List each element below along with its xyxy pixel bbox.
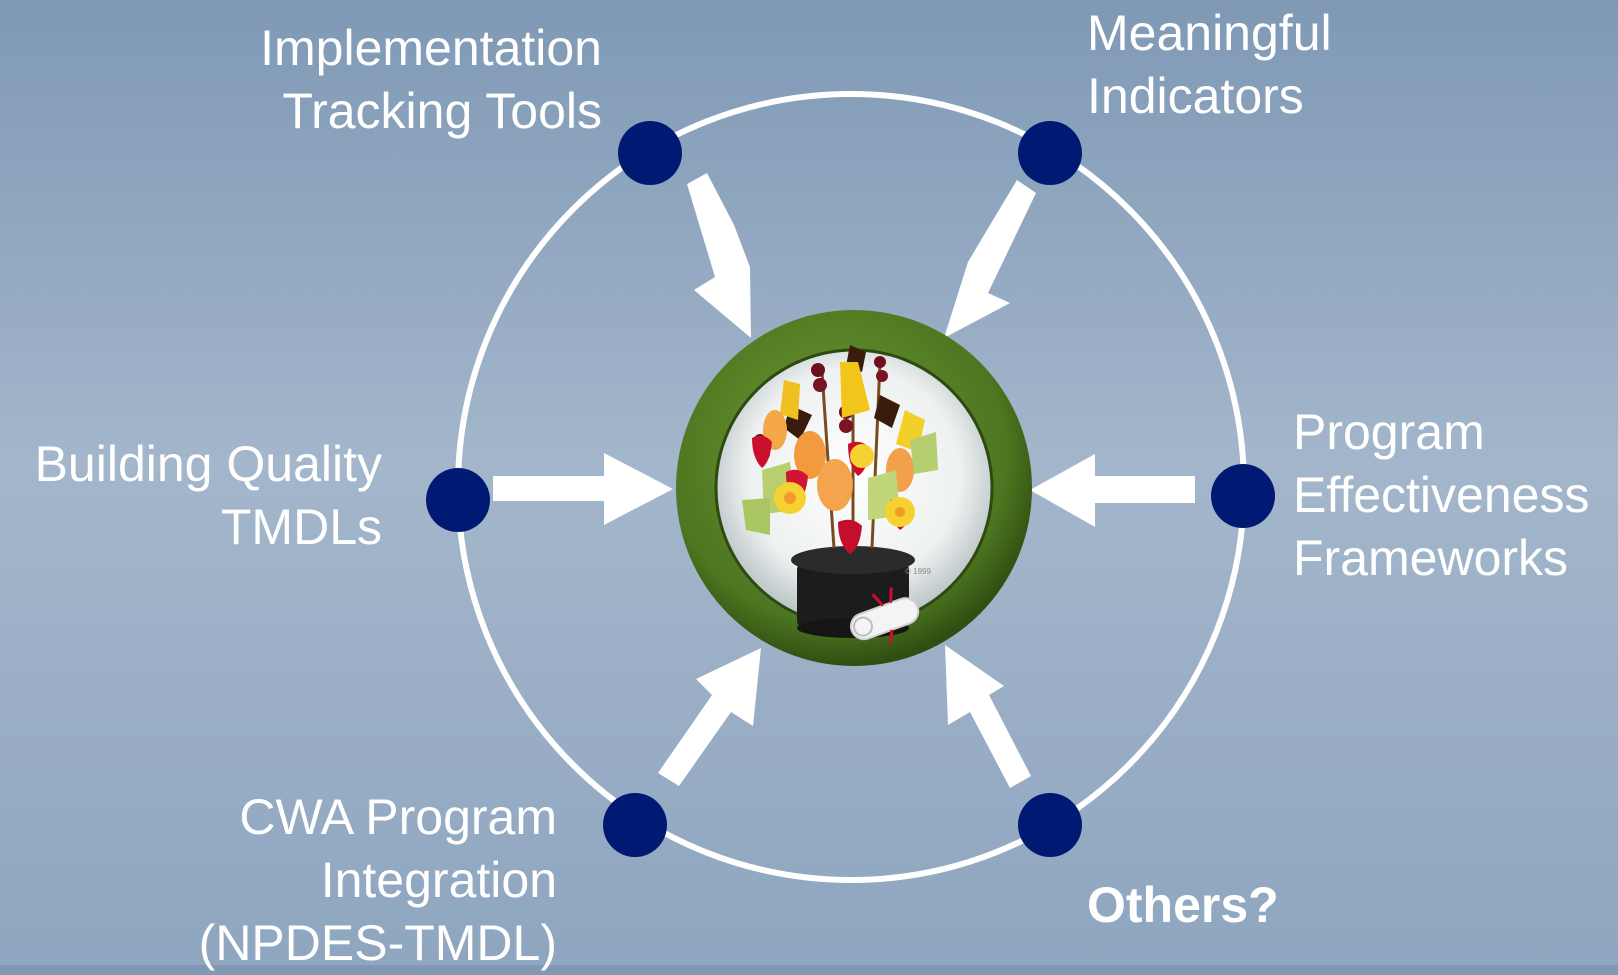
node-implementation bbox=[618, 121, 682, 185]
node-quality bbox=[426, 468, 490, 532]
label-line: Others? bbox=[1087, 877, 1279, 933]
label-building-quality-tmdls: Building Quality TMDLs bbox=[35, 433, 382, 559]
label-line: (NPDES-TMDL) bbox=[198, 915, 557, 971]
fruit-bouquet-in-graduation-cap-icon bbox=[742, 345, 938, 644]
hub: © 1999 bbox=[676, 310, 1032, 666]
label-line: Effectiveness bbox=[1293, 467, 1590, 523]
label-line: Frameworks bbox=[1293, 530, 1569, 586]
label-program-effectiveness-frameworks: Program Effectiveness Frameworks bbox=[1293, 401, 1589, 590]
label-others: Others? bbox=[1087, 874, 1279, 937]
label-line: Building Quality bbox=[34, 436, 382, 492]
node-indicators bbox=[1018, 121, 1082, 185]
label-line: CWA Program bbox=[239, 789, 557, 845]
label-implementation-tracking-tools: Implementation Tracking Tools bbox=[260, 17, 602, 143]
label-line: Integration bbox=[320, 852, 557, 908]
label-line: Tracking Tools bbox=[282, 83, 602, 139]
label-meaningful-indicators: Meaningful Indicators bbox=[1087, 2, 1332, 128]
label-line: TMDLs bbox=[220, 499, 382, 555]
label-line: Program bbox=[1293, 404, 1485, 460]
node-others bbox=[1018, 793, 1082, 857]
arrows-group bbox=[493, 173, 1195, 788]
label-line: Implementation bbox=[260, 20, 602, 76]
nodes-group bbox=[426, 121, 1275, 857]
arrow-cwa bbox=[658, 648, 761, 786]
hub-watermark: © 1999 bbox=[905, 567, 931, 576]
label-cwa-program-integration: CWA Program Integration (NPDES-TMDL) bbox=[199, 786, 557, 975]
node-cwa bbox=[603, 793, 667, 857]
arrow-implementation bbox=[687, 173, 751, 338]
label-line: Meaningful bbox=[1087, 5, 1332, 61]
arrow-quality bbox=[493, 453, 673, 525]
label-line: Indicators bbox=[1087, 68, 1304, 124]
arrow-others bbox=[945, 645, 1031, 788]
arrow-effectiveness bbox=[1030, 454, 1195, 527]
node-effectiveness bbox=[1211, 464, 1275, 528]
arrow-indicators bbox=[944, 180, 1036, 338]
